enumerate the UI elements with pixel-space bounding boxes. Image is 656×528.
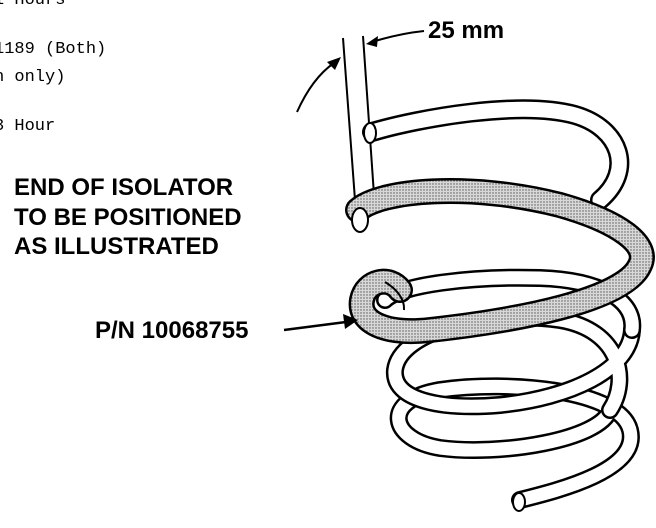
isolator-note-line-3: AS ILLUSTRATED [14,233,219,260]
part-number-leader [283,320,347,332]
doc-line-only: n only) [0,68,66,87]
part-number-label: P/N 10068755 [95,317,249,344]
curved-arrow [296,62,335,113]
arrowhead-icon [366,36,378,47]
doc-line-hours: l Hours [0,0,66,10]
arrowhead-icon [327,57,341,70]
dimension-line-left [342,37,356,201]
arrowhead-icon [343,314,358,329]
spring-end-bottom [512,492,526,512]
spring-end-top [363,122,377,144]
dimension-label: 25 mm [428,17,505,44]
isolator-note-line-2: TO BE POSITIONED [14,204,242,231]
spring-isolator [345,178,655,344]
doc-line-hour: 3 Hour [0,117,56,136]
isolator-note-line-1: END OF ISOLATOR [14,174,234,201]
dimension-line-right [362,35,375,196]
dimension-leader [371,30,425,43]
doc-line-part-both: 1189 (Both) [0,40,107,59]
